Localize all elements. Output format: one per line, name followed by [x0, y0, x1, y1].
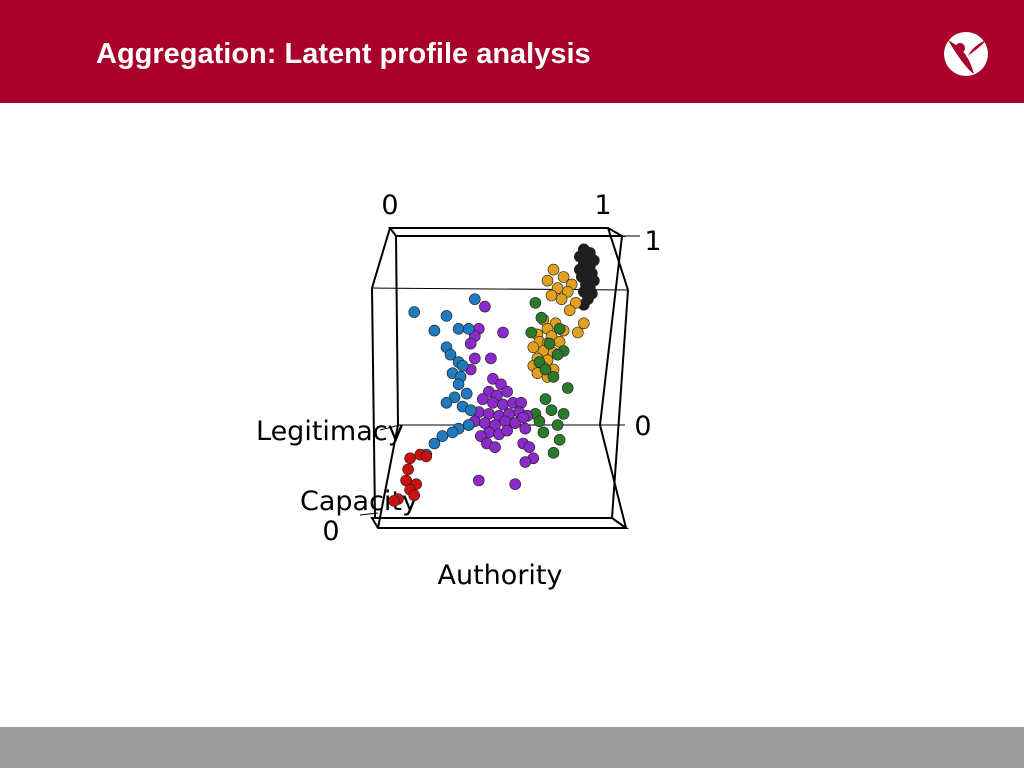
data-point	[553, 322, 566, 335]
data-point	[468, 352, 481, 365]
data-point	[489, 441, 501, 454]
tick-label-bottom-left: 0	[322, 516, 339, 547]
data-point	[468, 293, 481, 306]
data-point	[563, 304, 576, 317]
data-point	[408, 489, 421, 502]
data-point	[428, 324, 441, 337]
data-point	[527, 341, 540, 354]
tick-label-right-mid: 0	[634, 411, 651, 442]
data-point	[529, 297, 542, 309]
data-point	[561, 382, 574, 394]
data-point	[476, 393, 489, 405]
data-point	[547, 263, 560, 276]
data-point	[446, 426, 459, 439]
data-point	[553, 433, 566, 446]
data-point	[577, 317, 590, 330]
data-point	[497, 398, 509, 411]
data-point	[404, 452, 416, 465]
data-point	[519, 456, 532, 468]
axis-label-legitimacy: Legitimacy	[256, 416, 404, 447]
tick-label-right-top: 1	[644, 226, 661, 257]
data-point	[428, 437, 441, 450]
data-point	[408, 306, 421, 318]
data-point	[487, 372, 499, 385]
data-point	[557, 271, 570, 283]
data-point	[497, 326, 509, 339]
box-edge	[607, 227, 629, 291]
data-point	[487, 396, 499, 409]
data-point	[533, 415, 546, 428]
data-point	[440, 396, 453, 409]
data-point	[448, 391, 461, 404]
data-point	[501, 424, 513, 437]
data-point	[485, 352, 497, 365]
data-point	[537, 426, 550, 439]
data-point	[462, 322, 475, 335]
data-point	[388, 495, 400, 507]
data-point	[444, 348, 457, 361]
brand-logo-icon	[944, 32, 988, 76]
data-point	[519, 422, 532, 435]
data-point	[539, 393, 552, 405]
tick-label-top-right: 1	[594, 190, 611, 221]
data-point	[452, 378, 465, 391]
data-point	[462, 419, 475, 431]
data-point	[436, 430, 449, 442]
data-point	[551, 348, 564, 361]
title-bar: Aggregation: Latent profile analysis	[0, 0, 1024, 103]
data-point	[539, 363, 552, 376]
data-point	[571, 326, 584, 339]
data-point	[517, 411, 530, 424]
box-edge	[371, 227, 391, 289]
slide-title: Aggregation: Latent profile analysis	[96, 38, 591, 70]
box-edge	[395, 235, 399, 426]
tick-mark	[359, 512, 379, 516]
data-point	[452, 322, 465, 335]
data-points	[388, 243, 600, 507]
data-point	[547, 371, 560, 383]
data-point	[545, 404, 558, 417]
data-point	[557, 408, 570, 420]
box-top-face	[388, 227, 626, 237]
data-point	[456, 359, 469, 372]
data-point	[472, 474, 485, 487]
data-point	[509, 417, 522, 429]
data-point	[535, 311, 548, 324]
box-edge	[377, 424, 399, 529]
data-point	[509, 478, 522, 491]
tick-mark	[379, 424, 401, 431]
box-edge	[599, 424, 627, 529]
data-point	[525, 326, 538, 339]
data-point	[402, 463, 414, 476]
data-point	[501, 385, 513, 398]
axis-label-authority: Authority	[438, 560, 563, 591]
box-edge	[599, 235, 623, 426]
data-point	[547, 446, 560, 459]
data-point	[545, 289, 558, 302]
data-point	[551, 419, 564, 431]
data-point	[555, 293, 568, 306]
data-point	[541, 274, 554, 287]
data-point	[460, 387, 473, 400]
tick-label-top-left: 0	[381, 190, 398, 221]
data-point	[523, 441, 536, 454]
data-point	[420, 450, 433, 463]
data-point	[543, 337, 556, 350]
box-bottom-face	[370, 517, 630, 529]
data-point	[464, 404, 477, 417]
data-point	[440, 310, 453, 322]
data-point	[479, 300, 491, 313]
data-point	[464, 337, 477, 350]
box-edge	[371, 287, 376, 519]
footer-bar	[0, 727, 1024, 768]
